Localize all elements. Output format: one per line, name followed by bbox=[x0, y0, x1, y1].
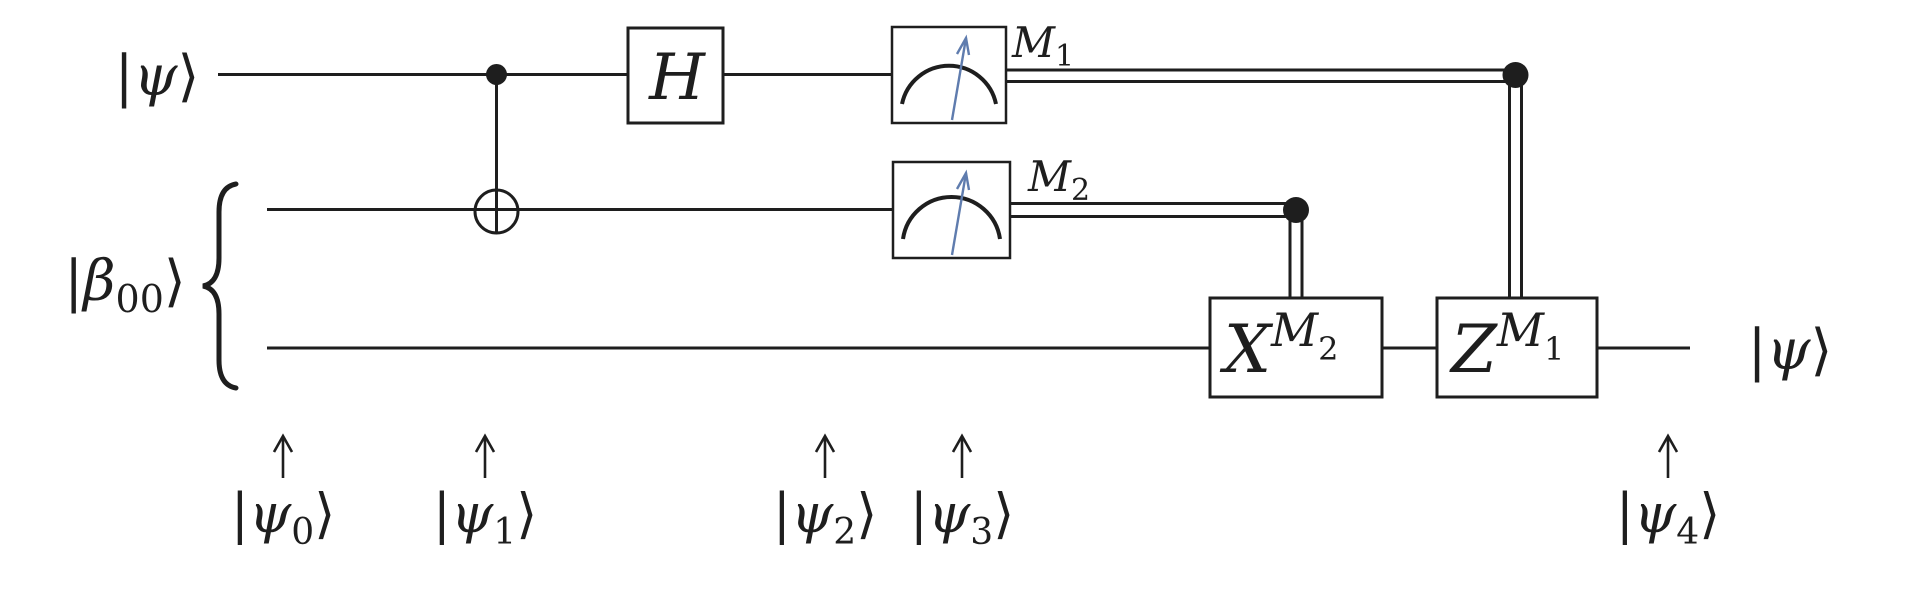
meter-top bbox=[890, 25, 1008, 125]
classical-wire-m1 bbox=[1006, 68, 1523, 299]
meter-top-needle-icon bbox=[950, 34, 971, 121]
meter-middle-dial-arc-icon bbox=[901, 194, 1002, 240]
up-arrow-icon bbox=[951, 433, 973, 478]
output-label-psi: |ψ⟩ bbox=[1748, 318, 1833, 383]
state-label: |ψ0⟩ bbox=[231, 482, 336, 553]
beta-brace-icon bbox=[202, 181, 239, 391]
up-arrow-icon bbox=[1657, 433, 1679, 478]
up-arrow-icon bbox=[272, 433, 294, 478]
classical-wire-m2 bbox=[1010, 202, 1304, 299]
state-marker-psi3: |ψ3⟩ bbox=[910, 433, 1015, 553]
state-marker-psi4: |ψ4⟩ bbox=[1616, 433, 1721, 553]
meter-middle-box bbox=[891, 160, 1012, 260]
up-arrow-icon bbox=[814, 433, 836, 478]
z-gate-box bbox=[1435, 296, 1599, 399]
z-correction-gate: ZM1 bbox=[1435, 296, 1599, 399]
z-gate-label: ZM1 bbox=[1449, 303, 1564, 388]
meter-middle bbox=[891, 160, 1012, 260]
state-label: |ψ1⟩ bbox=[433, 482, 538, 553]
cnot-gate bbox=[473, 64, 520, 235]
quantum-wires bbox=[218, 73, 1690, 350]
measurement-label-m2: M2 bbox=[1027, 152, 1090, 208]
input-label-psi: |ψ⟩ bbox=[115, 44, 200, 109]
state-marker-psi1: |ψ1⟩ bbox=[433, 433, 538, 553]
classical-junction-dot-m1-icon bbox=[1502, 62, 1529, 88]
state-label: |ψ4⟩ bbox=[1616, 482, 1721, 553]
hadamard-box bbox=[626, 26, 725, 125]
measurement-label-m1: M1 bbox=[1011, 18, 1074, 74]
meter-top-box bbox=[890, 25, 1008, 125]
meter-top-dial-arc-icon bbox=[900, 63, 998, 105]
state-label: |ψ3⟩ bbox=[910, 482, 1015, 553]
x-gate-label: XM2 bbox=[1219, 303, 1338, 388]
state-label: |ψ2⟩ bbox=[773, 482, 878, 553]
state-marker-psi0: |ψ0⟩ bbox=[231, 433, 336, 553]
up-arrow-icon bbox=[474, 433, 496, 478]
input-label-beta00: |β00⟩ bbox=[64, 249, 185, 321]
classical-junction-dot-m2-icon bbox=[1283, 197, 1309, 223]
cnot-target-icon bbox=[473, 188, 520, 235]
x-correction-gate: XM2 bbox=[1208, 296, 1384, 399]
hadamard-gate: H bbox=[626, 26, 725, 125]
meter-middle-needle-icon bbox=[950, 169, 971, 256]
x-gate-box bbox=[1208, 296, 1384, 399]
cnot-control-dot-icon bbox=[486, 64, 507, 85]
state-marker-psi2: |ψ2⟩ bbox=[773, 433, 878, 553]
hadamard-label: H bbox=[648, 41, 706, 115]
